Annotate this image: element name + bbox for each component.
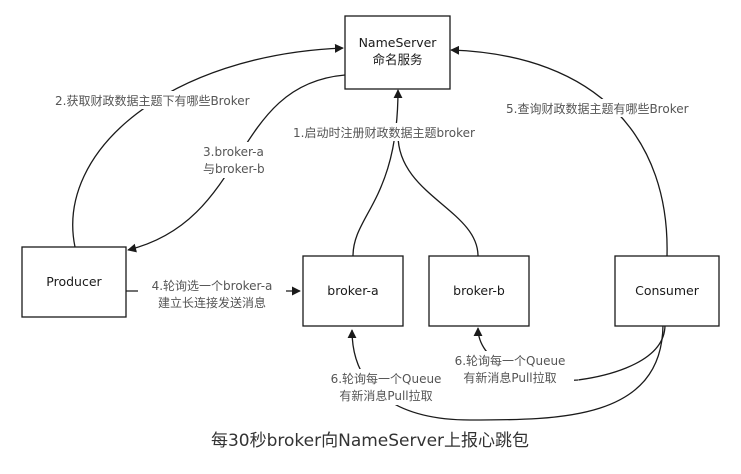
step4-label-line2: 建立长连接发送消息: [158, 295, 266, 310]
edge-broker-b-to-nameserver: [397, 134, 479, 257]
nameserver-subtitle: 命名服务: [372, 52, 422, 67]
broker-a-label: broker-a: [327, 283, 378, 298]
step4-label-line1: 4.轮询选一个broker-a: [152, 279, 273, 293]
step6b-label-line2: 有新消息Pull拉取: [463, 370, 556, 385]
broker-b-node: broker-b: [428, 255, 530, 327]
step6b-label-line1: 6.轮询每一个Queue: [455, 353, 566, 368]
consumer-node: Consumer: [614, 255, 720, 327]
step3-label-line2: 与broker-b: [203, 162, 265, 176]
nameserver-title: NameServer: [359, 35, 438, 50]
broker-a-node: broker-a: [302, 255, 404, 327]
step2-label: 2.获取财政数据主题下有哪些Broker: [55, 93, 250, 108]
step6a-label-line2: 有新消息Pull拉取: [339, 388, 432, 403]
step3-label-line1: 3.broker-a: [203, 145, 264, 159]
broker-b-label: broker-b: [453, 283, 505, 298]
nameserver-node: NameServer 命名服务: [344, 15, 451, 90]
producer-node: Producer: [21, 246, 127, 318]
step6a-label-line1: 6.轮询每一个Queue: [331, 371, 442, 386]
edge-broker-a-to-nameserver: [352, 89, 403, 257]
step5-label: 5.查询财政数据主题有哪些Broker: [506, 101, 689, 116]
edge-producer-to-nameserver: [72, 43, 344, 248]
heartbeat-caption: 每30秒broker向NameServer上报心跳包: [211, 431, 529, 451]
edge-consumer-to-nameserver: [450, 45, 668, 257]
consumer-label: Consumer: [635, 283, 700, 298]
step1-label: 1.启动时注册财政数据主题broker: [293, 125, 475, 140]
producer-label: Producer: [46, 274, 102, 289]
